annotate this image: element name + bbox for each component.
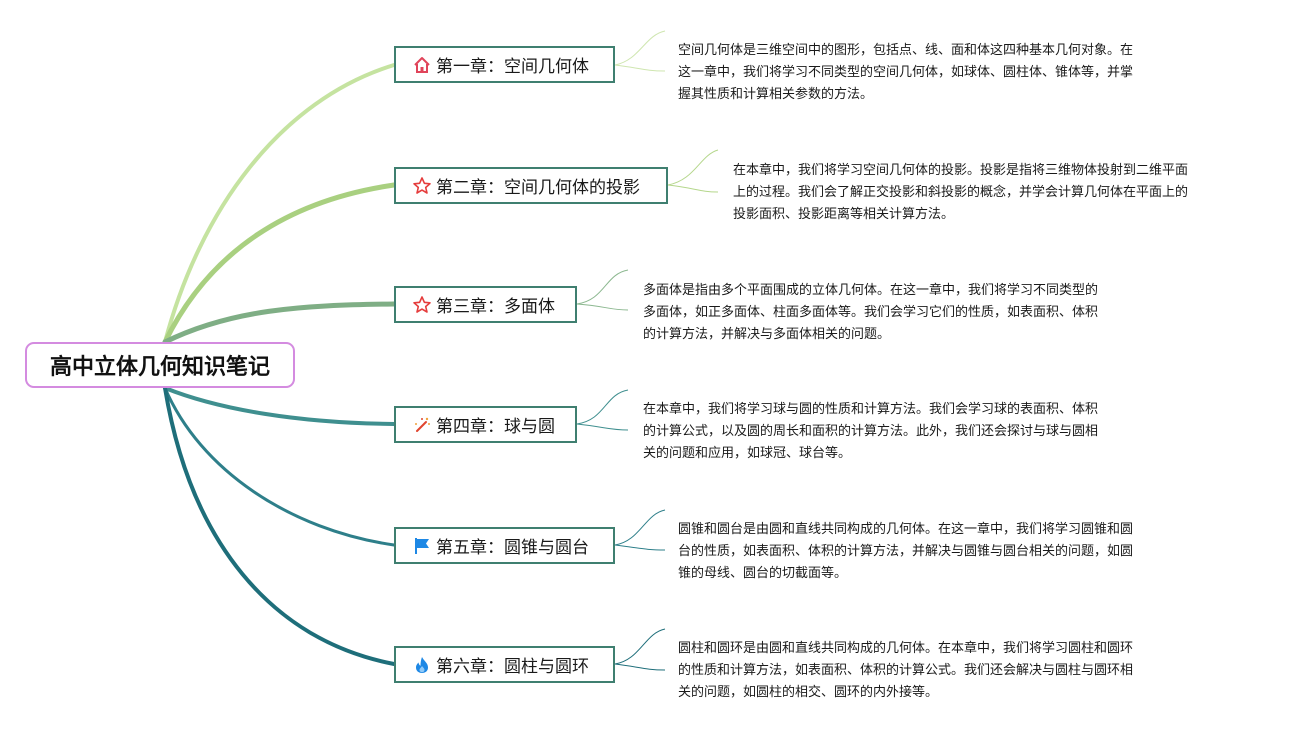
chapter-5-desc-line: 锥的母线、圆台的切截面等。 — [678, 566, 848, 581]
desc-connector-5b — [614, 544, 666, 551]
chapter-6-topic[interactable]: 第六章：圆柱与圆环 — [394, 646, 615, 683]
desc-connector-1 — [614, 30, 666, 66]
chapter-6-description: 圆柱和圆环是由圆和直线共同构成的几何体。在本章中，我们将学习圆柱和圆环 的性质和… — [678, 638, 1198, 704]
chapter-6-desc-line: 关的问题，如圆柱的相交、圆环的内外接等。 — [678, 685, 939, 700]
chapter-1-desc-line: 空间几何体是三维空间中的图形，包括点、线、面和体这四种基本几何对象。在 — [678, 43, 1134, 58]
chapter-5-topic[interactable]: 第五章：圆锥与圆台 — [394, 527, 615, 564]
desc-connector-4 — [576, 389, 629, 425]
chapter-2-desc-line: 投影面积、投影距离等相关计算方法。 — [733, 207, 955, 222]
desc-connector-2b — [667, 184, 719, 193]
desc-connector-3b — [576, 303, 629, 311]
chapter-5-description: 圆锥和圆台是由圆和直线共同构成的几何体。在这一章中，我们将学习圆锥和圆 台的性质… — [678, 519, 1198, 585]
chapter-6-desc-line: 的性质和计算方法，如表面积、体积的计算公式。我们还会解决与圆柱与圆环相 — [678, 663, 1134, 678]
chapter-4-desc-line: 的计算公式，以及圆的周长和面积的计算方法。此外，我们还会探讨与球与圆相 — [643, 424, 1099, 439]
chapter-1-title: 第一章：空间几何体 — [436, 57, 589, 77]
chapter-4-desc-line: 关的问题和应用，如球冠、球台等。 — [643, 446, 852, 461]
star-outline-icon — [412, 295, 432, 315]
branch-chapter-4 — [163, 386, 396, 426]
chapter-3-desc-line: 多面体是指由多个平面围成的立体几何体。在这一章中，我们将学习不同类型的 — [643, 283, 1099, 298]
desc-connector-6 — [614, 628, 666, 665]
chapter-6-desc-line: 圆柱和圆环是由圆和直线共同构成的几何体。在本章中，我们将学习圆柱和圆环 — [678, 641, 1134, 656]
branch-chapter-6 — [163, 386, 396, 666]
chapter-1-topic[interactable]: 第一章：空间几何体 — [394, 46, 615, 83]
flame-icon — [412, 655, 432, 675]
chapter-3-desc-line: 的计算方法，并解决与多面体相关的问题。 — [643, 327, 891, 342]
chapter-2-desc-line: 在本章中，我们将学习空间几何体的投影。投影是指将三维物体投射到二维平面 — [733, 163, 1189, 178]
chapter-5-desc-line: 圆锥和圆台是由圆和直线共同构成的几何体。在这一章中，我们将学习圆锥和圆 — [678, 522, 1134, 537]
chapter-3-desc-line: 多面体，如正多面体、柱面多面体等。我们会学习它们的性质，如表面积、体积 — [643, 305, 1099, 320]
branch-chapter-2 — [162, 182, 397, 345]
chapter-1-description: 空间几何体是三维空间中的图形，包括点、线、面和体这四种基本几何对象。在 这一章中… — [678, 40, 1198, 106]
chapter-3-topic[interactable]: 第三章：多面体 — [394, 286, 577, 323]
desc-connector-5 — [614, 509, 666, 546]
desc-connector-3 — [576, 269, 629, 305]
chapter-1-desc-line: 握其性质和计算相关参数的方法。 — [678, 87, 874, 102]
chapter-3-title: 第三章：多面体 — [436, 297, 555, 317]
chapter-2-title: 第二章：空间几何体的投影 — [436, 178, 640, 198]
chapter-1-desc-line: 这一章中，我们将学习不同类型的空间几何体，如球体、圆柱体、锥体等，并掌 — [678, 65, 1134, 80]
branch-chapter-3 — [162, 301, 397, 345]
chapter-4-description: 在本章中，我们将学习球与圆的性质和计算方法。我们会学习球的表面积、体积 的计算公… — [643, 399, 1163, 465]
desc-connector-4b — [576, 423, 629, 431]
desc-connector-1b — [614, 64, 666, 72]
magic-wand-icon — [412, 415, 432, 435]
chapter-4-desc-line: 在本章中，我们将学习球与圆的性质和计算方法。我们会学习球的表面积、体积 — [643, 402, 1099, 417]
chapter-2-topic[interactable]: 第二章：空间几何体的投影 — [394, 167, 668, 204]
chapter-2-description: 在本章中，我们将学习空间几何体的投影。投影是指将三维物体投射到二维平面 上的过程… — [733, 160, 1253, 226]
chapter-5-desc-line: 台的性质，如表面积、体积的计算方法，并解决与圆锥与圆台相关的问题，如圆 — [678, 544, 1134, 559]
root-title: 高中立体几何知识笔记 — [49, 355, 270, 380]
desc-connector-2 — [667, 149, 719, 186]
star-outline-icon — [412, 176, 432, 196]
branch-chapter-5 — [163, 386, 396, 547]
home-icon — [412, 55, 432, 75]
chapter-5-title: 第五章：圆锥与圆台 — [436, 538, 589, 558]
desc-connector-6b — [614, 663, 666, 671]
chapter-4-topic[interactable]: 第四章：球与圆 — [394, 406, 577, 443]
root-topic[interactable]: 高中立体几何知识笔记 — [25, 342, 295, 388]
chapter-2-desc-line: 上的过程。我们会了解正交投影和斜投影的概念，并学会计算几何体在平面上的 — [733, 185, 1189, 200]
branch-chapter-1 — [163, 63, 396, 344]
chapter-4-title: 第四章：球与圆 — [436, 417, 555, 437]
chapter-6-title: 第六章：圆柱与圆环 — [436, 657, 589, 677]
flag-icon — [412, 536, 432, 556]
chapter-3-description: 多面体是指由多个平面围成的立体几何体。在这一章中，我们将学习不同类型的 多面体，… — [643, 280, 1163, 346]
